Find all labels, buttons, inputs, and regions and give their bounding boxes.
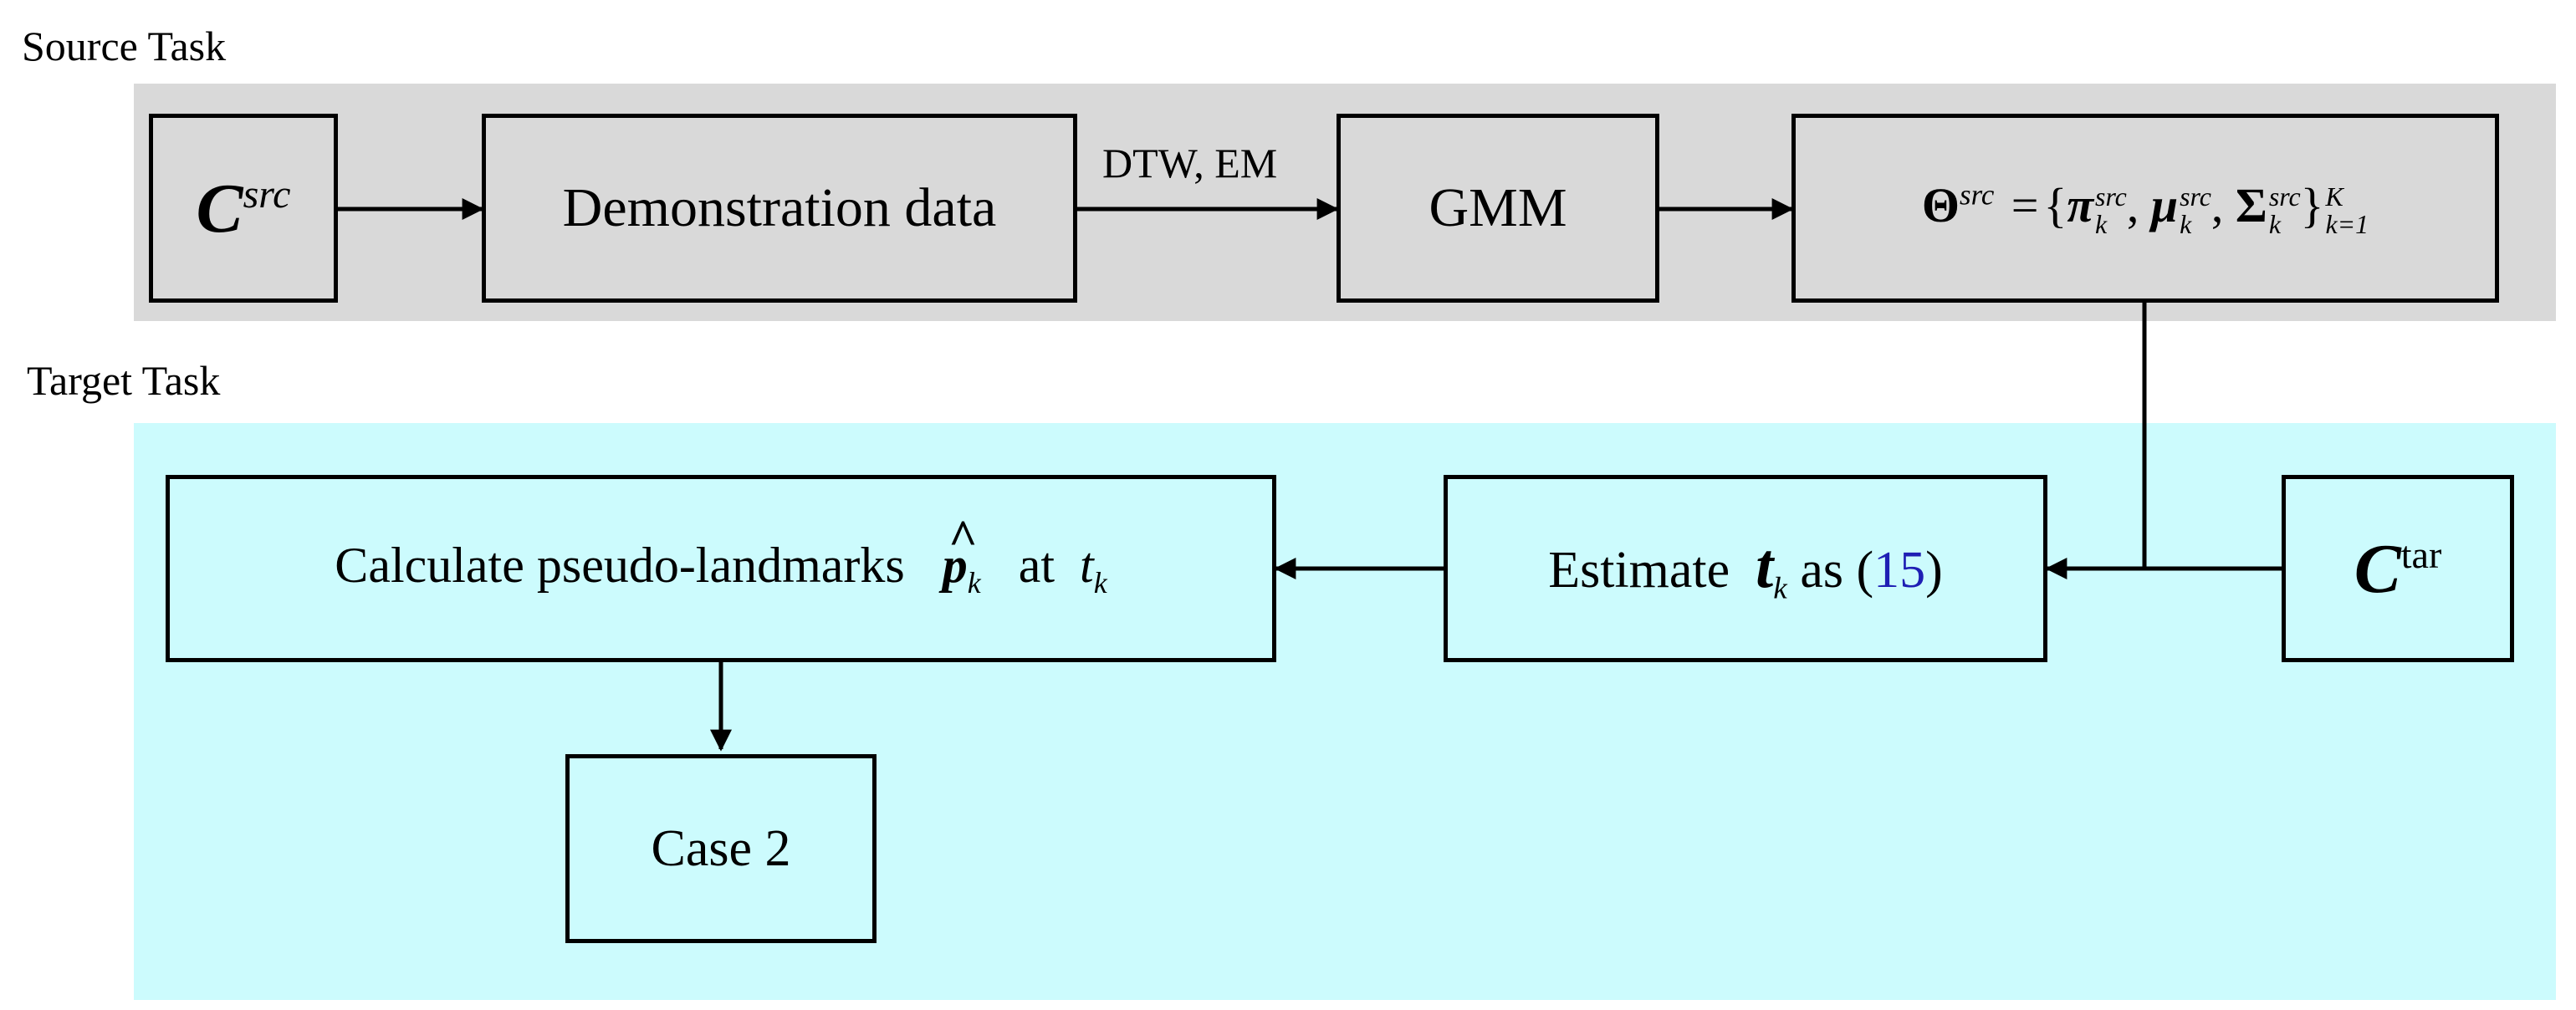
edge-label-dtw-em: DTW, EM	[1102, 140, 1278, 186]
calculate-pseudo-landmarks-node: Calculate pseudo-landmarks pk at tk	[166, 475, 1276, 662]
demonstration-data-node: Demonstration data	[482, 114, 1077, 303]
case-2-label: Case 2	[651, 819, 791, 877]
gmm-node: GMM	[1337, 114, 1659, 303]
source-task-label: Source Task	[22, 23, 227, 69]
c-tar-label: Ctar	[2354, 529, 2442, 608]
c-src-label: Csrc	[196, 169, 291, 247]
equation-reference[interactable]: 15	[1873, 542, 1926, 599]
calculate-pseudo-landmarks-label: Calculate pseudo-landmarks pk at tk	[335, 509, 1107, 600]
case-2-node: Case 2	[565, 754, 877, 943]
c-src-node: Csrc	[149, 114, 338, 303]
gmm-label: GMM	[1429, 177, 1567, 238]
c-tar-node: Ctar	[2282, 475, 2514, 662]
demonstration-data-label: Demonstration data	[562, 177, 997, 238]
estimate-tk-node: Estimate tk as (15)	[1444, 475, 2047, 662]
estimate-tk-label: Estimate tk as (15)	[1548, 531, 1943, 606]
target-task-label: Target Task	[27, 357, 221, 404]
